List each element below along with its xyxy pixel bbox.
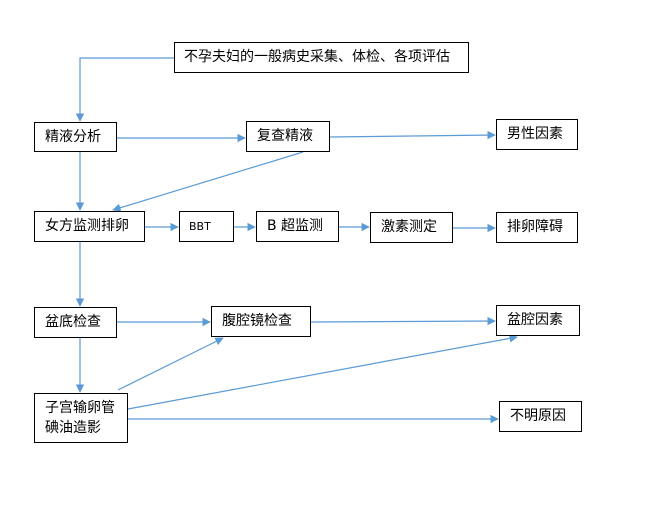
arrow-recheck-to-male — [329, 130, 496, 140]
node-ovulation-monitoring: 女方监测排卵 — [34, 211, 145, 242]
node-start-label: 不孕夫妇的一般病史采集、体检、各项评估 — [184, 49, 450, 65]
node-recheck-semen-label: 复查精液 — [257, 128, 313, 144]
arrow-start-to-semen — [75, 57, 174, 122]
node-hormone-test-label: 激素测定 — [381, 219, 437, 235]
node-semen-analysis: 精液分析 — [34, 122, 117, 152]
node-bbt-label: BBT — [189, 220, 211, 233]
node-pelvic-exam-label: 盆底检查 — [45, 314, 101, 330]
arrow-recheck-to-ovulation — [112, 151, 304, 212]
node-ultrasound: B 超监测 — [256, 211, 339, 242]
node-bbt: BBT — [179, 211, 234, 242]
node-hormone-test: 激素测定 — [370, 212, 453, 243]
node-semen-analysis-label: 精液分析 — [45, 128, 101, 145]
node-male-factor: 男性因素 — [496, 119, 578, 150]
node-pelvic-factor: 盆腔因素 — [496, 305, 580, 336]
node-pelvic-exam: 盆底检查 — [34, 307, 117, 338]
node-unknown-cause: 不明原因 — [499, 401, 582, 432]
node-start: 不孕夫妇的一般病史采集、体检、各项评估 — [174, 42, 469, 73]
node-ovulation-disorder: 排卵障碍 — [496, 212, 578, 243]
node-ovulation-monitoring-label: 女方监测排卵 — [45, 218, 129, 234]
node-hsg: 子宫输卵管碘油造影 — [34, 393, 128, 443]
node-laparoscopy: 腹腔镜检查 — [211, 306, 311, 337]
node-pelvic-factor-label: 盆腔因素 — [507, 312, 563, 328]
node-recheck-semen: 复查精液 — [246, 121, 330, 152]
node-ovulation-disorder-label: 排卵障碍 — [507, 219, 563, 235]
arrow-hsg-to-laparoscopy — [117, 337, 224, 391]
node-ultrasound-label: B 超监测 — [267, 218, 324, 234]
node-laparoscopy-label: 腹腔镜检查 — [222, 313, 292, 329]
node-hsg-label: 子宫输卵管碘油造影 — [45, 400, 115, 436]
arrow-laparoscopy-to-pelvic-factor — [310, 316, 496, 326]
arrow-hsg-to-pelvic-factor — [127, 334, 518, 410]
node-male-factor-label: 男性因素 — [507, 126, 563, 142]
node-unknown-cause-label: 不明原因 — [510, 408, 566, 424]
